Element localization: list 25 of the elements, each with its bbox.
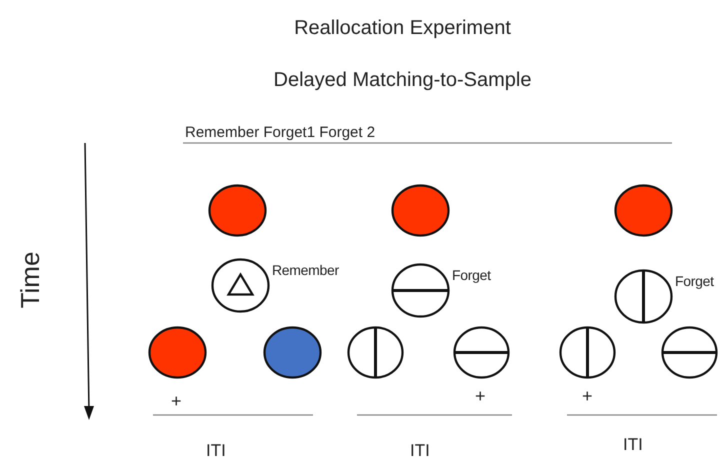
column-header-text: Remember Forget1 Forget 2 bbox=[185, 125, 376, 140]
interval-label: ITI bbox=[623, 436, 643, 453]
stimulus-disc bbox=[208, 184, 266, 236]
correct-mark: + bbox=[582, 387, 593, 405]
vertical-line-cue-icon bbox=[614, 268, 672, 324]
interval-label: ITI bbox=[410, 442, 430, 459]
horizontal-line-cue-icon bbox=[390, 262, 450, 318]
stimulus-disc bbox=[262, 326, 322, 378]
axis-label: Time bbox=[17, 252, 43, 308]
subtitle: Delayed Matching-to-Sample bbox=[272, 70, 532, 90]
stimulus-disc bbox=[390, 184, 450, 236]
horizontal-line-cue-icon bbox=[452, 326, 510, 378]
horizontal-line-cue-icon bbox=[660, 326, 718, 378]
cue-label: Forget bbox=[452, 268, 491, 282]
triangle-cue-icon bbox=[210, 258, 270, 312]
correct-mark: + bbox=[475, 387, 486, 405]
interval-label: ITI bbox=[206, 442, 226, 459]
vertical-line-cue-icon bbox=[558, 326, 616, 378]
correct-mark: + bbox=[171, 392, 182, 410]
stimulus-disc bbox=[148, 326, 206, 378]
stimulus-disc bbox=[614, 184, 672, 236]
cue-label: Remember bbox=[272, 263, 339, 277]
cue-label: Forget bbox=[675, 274, 714, 288]
title: Reallocation Experiment bbox=[293, 18, 512, 38]
vertical-line-cue-icon bbox=[346, 326, 404, 378]
